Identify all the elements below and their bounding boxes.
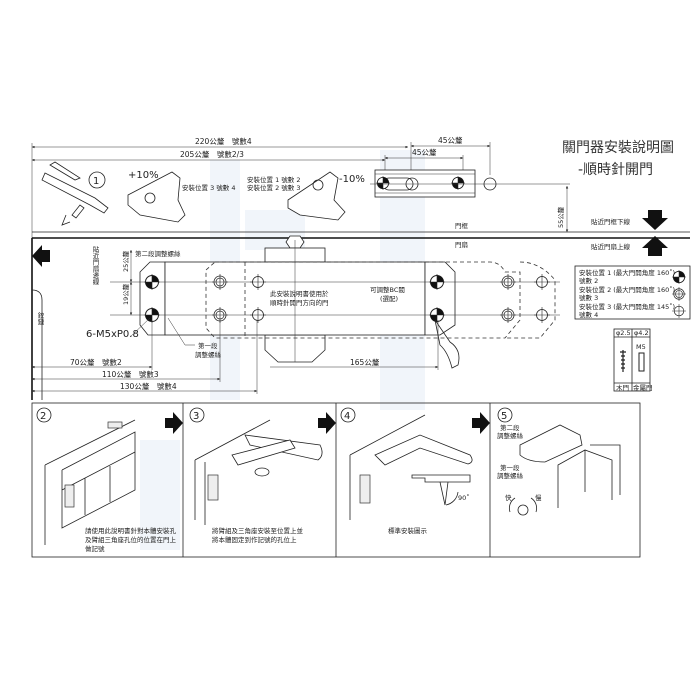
svg-text:將臂組及三角座安裝至位置上並: 將臂組及三角座安裝至位置上並 [212, 526, 304, 535]
usage-note-line2: 順時針開門方向的門 [270, 298, 329, 307]
minus-10-percent: -10% [339, 174, 365, 185]
body-dimensions: 25公釐 19公釐 第二段調整螺絲 6-M5xP0.8 第一段 調整螺絲 70公… [32, 249, 439, 394]
machine-screw-icon [638, 352, 645, 372]
position-legend: 安裝位置 1 (最大門開角度 160˚) 號數 2 安裝位置 2 (最大門開角度… [574, 265, 691, 320]
dim-70: 70公釐 號數2 [70, 357, 122, 367]
plus-10-percent: +10% [128, 170, 159, 181]
pos3-label: 安裝位置 3 號數 4 [182, 183, 235, 192]
arrow-down-icon [642, 210, 668, 230]
dim-55: 55公釐 [556, 206, 565, 228]
thread-spec-label: 6-M5xP0.8 [86, 329, 139, 340]
svg-text:4: 4 [344, 411, 350, 422]
svg-text:φ4.2: φ4.2 [634, 329, 649, 337]
pos2-label: 安裝位置 2 號數 3 [247, 183, 300, 192]
arrow-up-icon [642, 236, 668, 256]
step1-number-circle [88, 171, 106, 189]
svg-text:慢: 慢 [535, 493, 542, 502]
step1-panel: 1 +10% 安裝位置 3 號數 4 安裝位置 1 號數 2 安裝位置 2 號數… [32, 161, 690, 233]
hex-key-icon [434, 319, 460, 369]
dim-45-upper: 45公釐 [438, 135, 463, 145]
svg-text:2: 2 [40, 411, 46, 422]
dim-110: 110公釐 號數3 [102, 369, 159, 379]
bracket-minus-illustration [287, 171, 346, 221]
dim-220: 220公釐 號數4 [195, 136, 252, 146]
svg-text:安裝位置 1 (最大門開角度 160˚): 安裝位置 1 (最大門開角度 160˚) [579, 268, 675, 277]
arrow-left-icon [32, 245, 50, 267]
dim-165: 165公釐 [350, 357, 380, 367]
dim-130: 130公釐 號數4 [120, 381, 177, 391]
next-arrow-icon [472, 412, 490, 434]
bracket-plus-illustration [127, 171, 186, 223]
usage-note-line1: 此安裝說明書使用於 [270, 289, 329, 298]
step3: 3 將臂組及三角座安裝至位置上並 將本體固定到作記號的孔位上 [189, 407, 336, 544]
screw-table: φ2.5 φ4.2 M5 木門 金屬門 [613, 328, 653, 392]
arm-illustration [41, 161, 109, 226]
step1-number: 1 [93, 176, 99, 187]
svg-text:φ2.5: φ2.5 [616, 329, 631, 337]
next-arrow-icon [165, 412, 183, 434]
svg-text:號數 3: 號數 3 [579, 293, 598, 302]
svg-text:做記號: 做記號 [85, 544, 105, 553]
bc-valve-label: 可調整BC閥 [370, 285, 405, 294]
first-screw-label-2: 調整螺絲 [195, 350, 222, 359]
step4: 4 90˚ 標準安裝圖示 [340, 407, 490, 535]
svg-text:安裝位置 2 (最大門開角度 160˚): 安裝位置 2 (最大門開角度 160˚) [579, 285, 675, 294]
svg-text:調整螺絲: 調整螺絲 [497, 471, 524, 480]
frame-lower-line-label: 貼近門框下線 [591, 217, 631, 226]
svg-text:3: 3 [193, 411, 199, 422]
step5: 5 第二段 調整螺絲 第一段 調整螺絲 快 慢 [497, 407, 621, 516]
bc-valve-optional: (選配) [380, 294, 398, 303]
door-frame-label: 門框 [455, 221, 469, 230]
steps-panel: 2 請使用此說明書針對本體安裝孔 及臂組三角座孔位的位置在門上 做記號 3 將臂… [31, 402, 641, 558]
svg-text:第一段: 第一段 [500, 463, 520, 472]
dim-25: 25公釐 [121, 250, 130, 272]
door-upper-line-label: 貼近門扇上線 [591, 242, 631, 251]
svg-text:木門: 木門 [616, 383, 629, 392]
closer-body: 此安裝說明書使用於 順時針開門方向的門 可調整BC閥 (選配) [110, 235, 560, 369]
hinge-label: 鉸鏈 [36, 311, 44, 327]
pos1-label: 安裝位置 1 號數 2 [247, 175, 300, 184]
door-edge-label: 貼近門扇邊線 [60, 245, 99, 285]
svg-text:及臂組三角座孔位的位置在門上: 及臂組三角座孔位的位置在門上 [85, 535, 177, 544]
dim-19: 19公釐 [121, 283, 130, 305]
step2: 2 請使用此說明書針對本體安裝孔 及臂組三角座孔位的位置在門上 做記號 [36, 407, 183, 553]
svg-text:安裝位置 3 (最大門開角度 145˚): 安裝位置 3 (最大門開角度 145˚) [579, 302, 675, 311]
mounting-plate [370, 169, 570, 198]
wood-screw-icon [620, 350, 626, 372]
dim-45-lower: 45公釐 [412, 147, 437, 157]
svg-text:快: 快 [505, 493, 512, 502]
svg-text:M5: M5 [636, 343, 646, 351]
svg-text:將本體固定到作記號的孔位上: 將本體固定到作記號的孔位上 [212, 535, 297, 544]
svg-text:5: 5 [501, 411, 507, 422]
title-line1: 關門器安裝說明圖 [562, 139, 674, 156]
door-leaf-label: 門扇 [455, 240, 468, 249]
svg-text:第二段: 第二段 [500, 423, 520, 432]
svg-text:90˚: 90˚ [458, 494, 470, 502]
svg-text:金屬門: 金屬門 [633, 383, 653, 392]
svg-text:請使用此說明書針對本體安裝孔: 請使用此說明書針對本體安裝孔 [85, 526, 177, 535]
next-arrow-icon [318, 412, 336, 434]
first-screw-label: 第一段 [198, 341, 218, 350]
title-line2: -順時針開門 [578, 162, 653, 178]
top-dimensions: 220公釐 號數4 205公釐 號數2/3 45公釐 45公釐 [31, 135, 491, 240]
dim-205: 205公釐 號數2/3 [180, 149, 244, 159]
svg-text:調整螺絲: 調整螺絲 [497, 431, 524, 440]
svg-text:號數 4: 號數 4 [579, 310, 598, 319]
svg-text:號數 2: 號數 2 [579, 276, 598, 285]
svg-text:標準安裝圖示: 標準安裝圖示 [388, 526, 428, 535]
second-screw-label: 第二段調整螺絲 [135, 249, 181, 258]
